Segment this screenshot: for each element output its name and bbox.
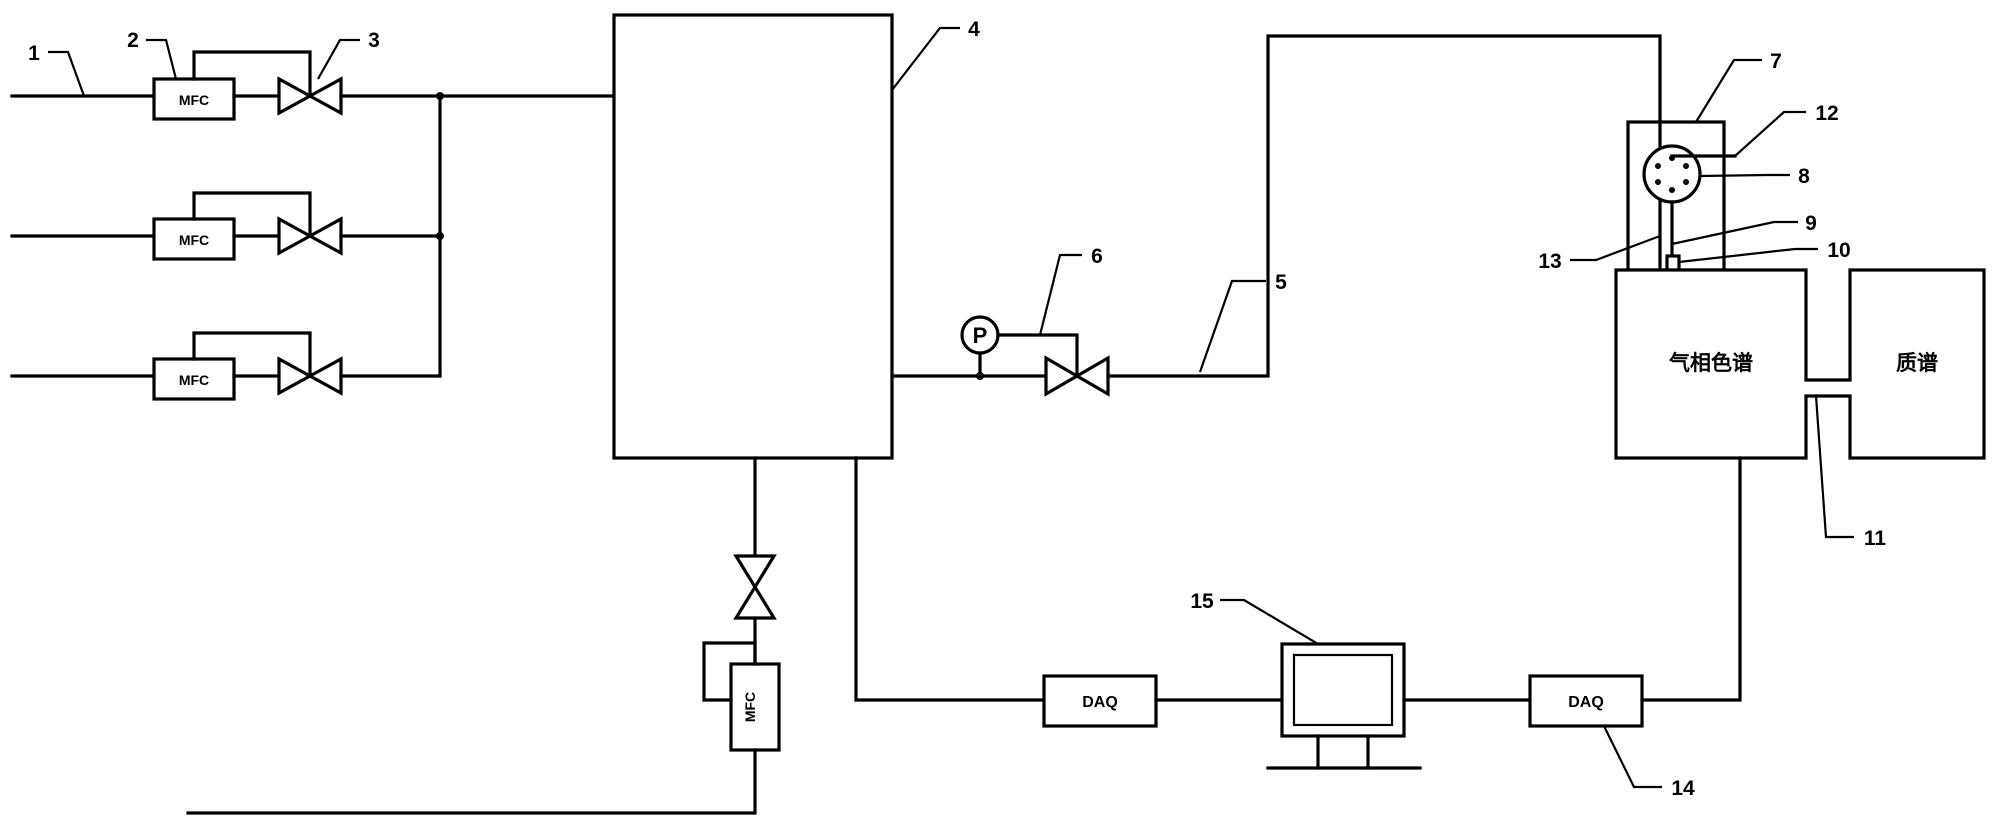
ref-8: 8 [1798, 165, 1810, 188]
gc-label: 气相色谱 [1668, 351, 1753, 375]
mfc-1 [152, 77, 236, 121]
ref-9: 9 [1805, 212, 1817, 235]
ref-4: 4 [968, 18, 980, 41]
injection-assembly [1626, 120, 1737, 272]
ms-box [1848, 268, 1986, 460]
gc-ms-interface [1803, 378, 1853, 398]
valve-bottom [733, 554, 777, 591]
ref-6: 6 [1091, 245, 1103, 268]
bottom-purge-line: MFC [186, 456, 781, 815]
outlet-line: P [890, 34, 1662, 397]
valve-1 [277, 76, 314, 116]
septum [1665, 254, 1681, 272]
ref-14: 14 [1671, 777, 1695, 800]
mfc-3-label: MFC [179, 372, 209, 388]
ref-15: 15 [1190, 590, 1214, 613]
ref-1: 1 [28, 42, 40, 65]
inlet-line-3: MFC [10, 331, 442, 401]
ref-3: 3 [368, 29, 380, 52]
callout-leaders [48, 26, 1854, 789]
valve-2 [277, 216, 314, 256]
reactor-vessel [612, 13, 894, 460]
pressure-gauge-label: P [973, 323, 988, 348]
ref-12: 12 [1815, 102, 1838, 125]
computer-monitor [1280, 642, 1406, 738]
valve-6 [1044, 355, 1081, 397]
reference-numerals: 1 2 3 4 5 6 7 8 9 10 11 12 13 14 15 [28, 18, 1886, 800]
ref-7: 7 [1770, 50, 1782, 73]
data-acquisition: DAQ DAQ [854, 456, 1742, 770]
ref-5: 5 [1275, 271, 1287, 294]
ref-13: 13 [1538, 250, 1561, 273]
ref-11: 11 [1864, 527, 1887, 550]
ref-2: 2 [127, 29, 139, 52]
mfc-bottom-label: MFC [742, 692, 758, 722]
daq-right [1528, 674, 1644, 728]
valve-3 [277, 356, 314, 396]
inlet-line-1: MFC [10, 50, 616, 121]
gc-box [1614, 268, 1808, 460]
daq-right-label: DAQ [1568, 694, 1604, 711]
inlet-line-2: MFC [10, 191, 444, 261]
ms-label: 质谱 [1896, 351, 1938, 375]
mfc-2-label: MFC [179, 232, 209, 248]
mfc-1-label: MFC [179, 92, 209, 108]
ref-10: 10 [1827, 239, 1850, 262]
daq-left-label: DAQ [1082, 694, 1118, 711]
